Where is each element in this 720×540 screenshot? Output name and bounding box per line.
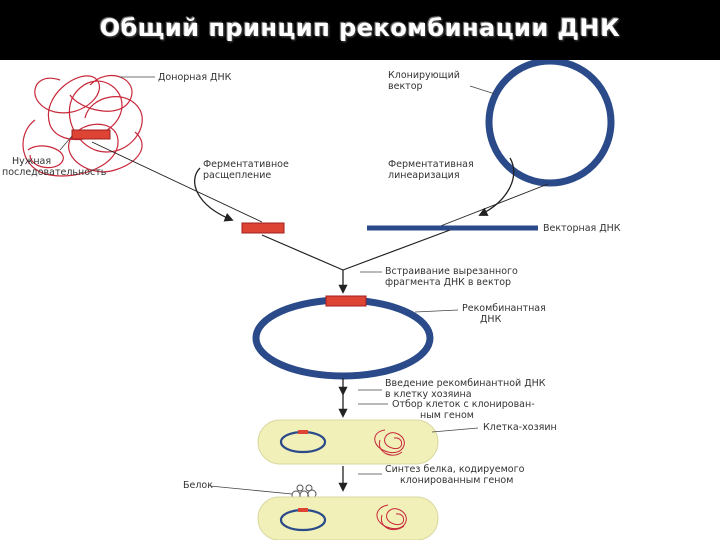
leader-needed [59, 135, 73, 151]
insertion-label-1: Встраивание вырезанного [385, 266, 518, 277]
leader-host-cell [431, 427, 479, 433]
cloning-vector-ring [485, 60, 615, 187]
donor-dna-label: Донорная ДНК [158, 72, 232, 83]
needed-sequence-block [71, 129, 111, 140]
slide-title: Общий принцип рекомбинации ДНК [99, 14, 621, 42]
enzymatic-linearization-label-2: линеаризация [388, 170, 460, 181]
enzymatic-cleavage-label-2: расщепление [203, 170, 271, 181]
host-cell-2-chromosome [376, 504, 407, 530]
recombinant-dna-label-1: Рекомбинантная [462, 303, 546, 314]
selection-label-2: ным геном [420, 410, 474, 421]
needed-seq-label-2: последовательность [2, 167, 107, 178]
arrow-linearization [478, 157, 515, 216]
needed-seq-label-1: Нужная [12, 156, 51, 167]
host-cell-1-chromosome [374, 429, 405, 456]
insertion-label-2: фрагмента ДНК в вектор [385, 277, 511, 288]
converge-right [342, 229, 451, 271]
recombinant-insert [325, 295, 367, 307]
cloning-vector-label-1: Клонирующий [388, 70, 460, 81]
cut-fragment [241, 222, 285, 234]
donor-dna-tangle [22, 75, 143, 177]
vector-dna-label: Векторная ДНК [543, 223, 621, 234]
leader-vector [469, 85, 496, 95]
recombination-diagram: Донорная ДНК Нужная последовательность К… [2, 60, 621, 540]
introduction-label-2: в клетку хозяина [385, 389, 472, 400]
recombinant-dna-ring [252, 296, 434, 380]
arrow-cleavage [193, 167, 234, 222]
recombinant-dna-label-2: ДНК [480, 314, 502, 325]
title-bar: Общий принцип рекомбинации ДНК [0, 0, 720, 60]
protein-label: Белок [183, 480, 213, 491]
host-cell-2-plasmid-insert [298, 508, 308, 512]
converge-left [261, 234, 344, 271]
leader-linearization [437, 183, 549, 228]
cloning-vector-label-2: вектор [388, 81, 423, 92]
synthesis-label-1: Синтез белка, кодируемого [385, 464, 525, 475]
leader-protein [209, 485, 293, 495]
host-cell-1 [257, 419, 439, 465]
enzymatic-cleavage-label-1: Ферментативное [203, 159, 289, 170]
introduction-label-1: Введение рекомбинантной ДНК [385, 378, 546, 389]
leader-recombinant [414, 309, 459, 313]
host-cell-1-plasmid-insert [298, 430, 308, 434]
selection-label-1: Отбор клеток с клонирован- [392, 399, 535, 410]
synthesis-label-2: клонированным геном [400, 475, 513, 486]
host-cell-2 [257, 496, 439, 540]
host-cell-label: Клетка-хозяин [483, 422, 557, 433]
leader-cleavage [91, 141, 263, 223]
enzymatic-linearization-label-1: Ферментативная [388, 159, 474, 170]
